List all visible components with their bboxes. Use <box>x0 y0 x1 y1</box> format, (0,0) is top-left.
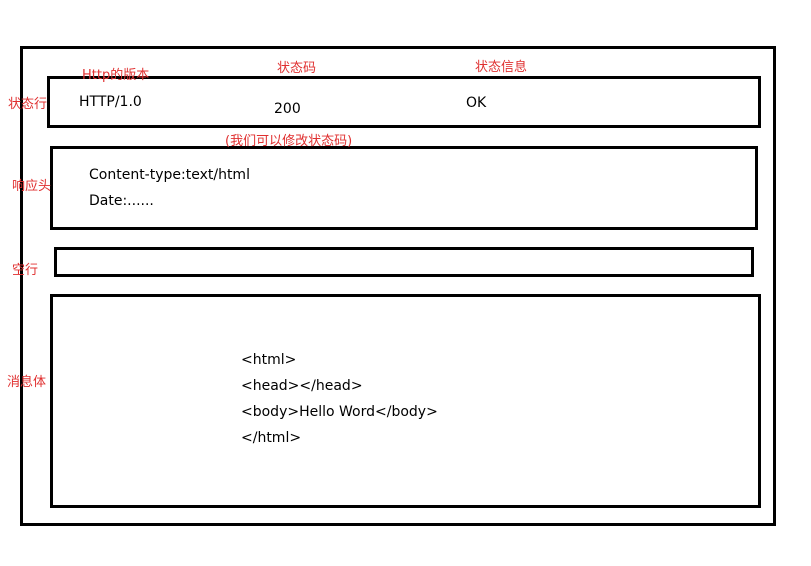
empty-line-box <box>54 247 754 277</box>
status-message: OK <box>466 95 487 111</box>
response-diagram-frame <box>20 46 776 526</box>
label-http-version: Http的版本 <box>82 68 150 83</box>
label-status-code-note: (我们可以修改状态码) <box>225 134 353 149</box>
message-body-box <box>50 294 761 508</box>
message-body-code: <html> <head></head> <body>Hello Word</b… <box>241 347 438 451</box>
label-status-code: 状态码 <box>277 61 317 76</box>
header-content-type: Content-type:text/html <box>89 167 250 183</box>
body-line: <body>Hello Word</body> <box>241 404 438 420</box>
label-empty-line: 空行 <box>12 263 39 278</box>
label-response-header: 响应头 <box>12 179 52 194</box>
header-date: Date:...... <box>89 193 154 209</box>
status-code: 200 <box>274 101 301 117</box>
label-message-body: 消息体 <box>7 375 47 390</box>
label-status-message: 状态信息 <box>475 60 528 75</box>
body-line: <html> <box>241 352 297 368</box>
status-line-box <box>47 76 761 128</box>
body-line: </html> <box>241 430 302 446</box>
status-version: HTTP/1.0 <box>79 94 142 110</box>
label-status-line: 状态行 <box>8 97 48 112</box>
response-header-box <box>50 146 758 230</box>
body-line: <head></head> <box>241 378 363 394</box>
